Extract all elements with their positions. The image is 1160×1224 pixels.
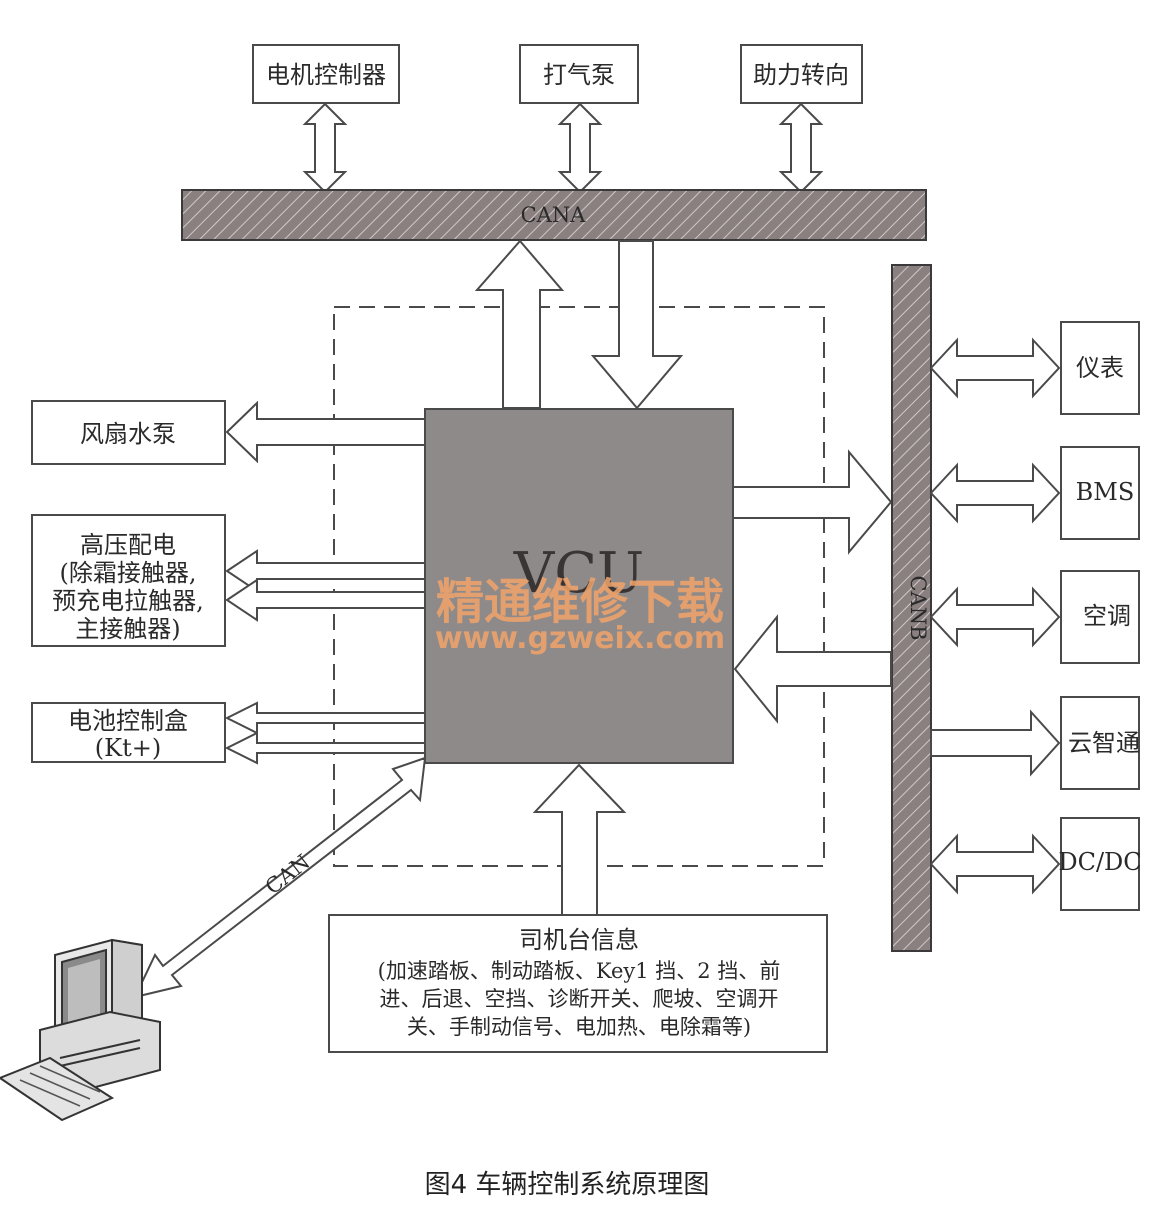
bms-box: [1060, 446, 1140, 540]
battery-box-line1: 电池控制盒: [68, 707, 188, 735]
air-pump-label: 打气泵: [543, 61, 615, 89]
double-arrow-pump: [557, 102, 603, 194]
watermark-line2: www.gzweix.com: [435, 621, 725, 656]
dcdc-box: [1060, 817, 1140, 911]
canb-bus: [891, 264, 932, 952]
vcu-to-fan-pump-arrow: [225, 400, 426, 464]
vcu-to-hv-arrow-2: [225, 578, 426, 622]
vcu-to-battery-arrow-2: [224, 731, 426, 765]
canb-ac-arrow: [929, 586, 1061, 648]
air-conditioner-box: [1060, 570, 1140, 664]
cana-label: CANA: [521, 203, 587, 227]
driver-info-box: [328, 914, 828, 1053]
cloud-box: [1060, 696, 1140, 790]
figure-caption: 图4 车辆控制系统原理图: [425, 1170, 710, 1200]
double-arrow-motor: [302, 102, 348, 194]
power-steering-box: [740, 44, 863, 104]
battery-box: [31, 702, 226, 763]
hv-dist-line1: 高压配电: [80, 531, 176, 559]
driver-info-line2: 进、后退、空挡、诊断开关、爬坡、空调开: [380, 987, 779, 1011]
fan-pump-box: [31, 400, 226, 465]
hv-dist-line2: (除霜接触器,: [60, 559, 197, 587]
canb-instrument-arrow: [929, 337, 1061, 399]
air-pump-box: [519, 44, 639, 104]
double-arrow-steering: [778, 102, 824, 194]
motor-controller-box: [252, 44, 400, 104]
hv-dist-line3: 预充电拉触器,: [52, 587, 204, 615]
bms-label: BMS: [1076, 478, 1135, 506]
instrument-label: 仪表: [1076, 354, 1124, 382]
motor-controller-label: 电机控制器: [266, 61, 386, 89]
instrument-box: [1060, 321, 1140, 415]
vcu-block: [424, 408, 734, 764]
vcu-to-battery-arrow-1: [224, 701, 426, 735]
canb-cloud-arrow: [930, 709, 1061, 777]
driver-info-title: 司机台信息: [519, 926, 639, 954]
cana-bus: [181, 189, 927, 241]
driver-info-line3: 关、手制动信号、电加热、电除霜等): [407, 1015, 751, 1039]
cloud-label: 云智通: [1068, 729, 1140, 757]
driver-info-line1: (加速踏板、制动踏板、Key1 挡、2 挡、前: [378, 959, 781, 983]
canb-bms-arrow: [929, 462, 1061, 524]
air-conditioner-label: 空调: [1083, 602, 1131, 630]
canb-dcdc-arrow: [929, 833, 1061, 895]
canb-label: CANB: [906, 575, 930, 640]
battery-box-line2: (Kt+): [95, 734, 161, 762]
computer-icon: [0, 938, 161, 1122]
driver-to-vcu-arrow: [532, 763, 627, 916]
vcu-to-canb-arrow: [732, 449, 893, 555]
vcu-to-cana-arrow: [474, 239, 565, 409]
power-steering-label: 助力转向: [753, 61, 849, 89]
fan-pump-label: 风扇水泵: [80, 420, 176, 448]
canb-to-vcu-arrow: [733, 614, 892, 724]
hv-distribution-box: [31, 514, 226, 647]
vcu-label: VCU: [513, 541, 644, 606]
watermark-line1: 精通维修下载: [436, 574, 724, 630]
hv-dist-line4: 主接触器): [75, 615, 180, 643]
cana-to-vcu-arrow: [590, 240, 684, 410]
dcdc-label: DC/DC: [1058, 848, 1141, 876]
